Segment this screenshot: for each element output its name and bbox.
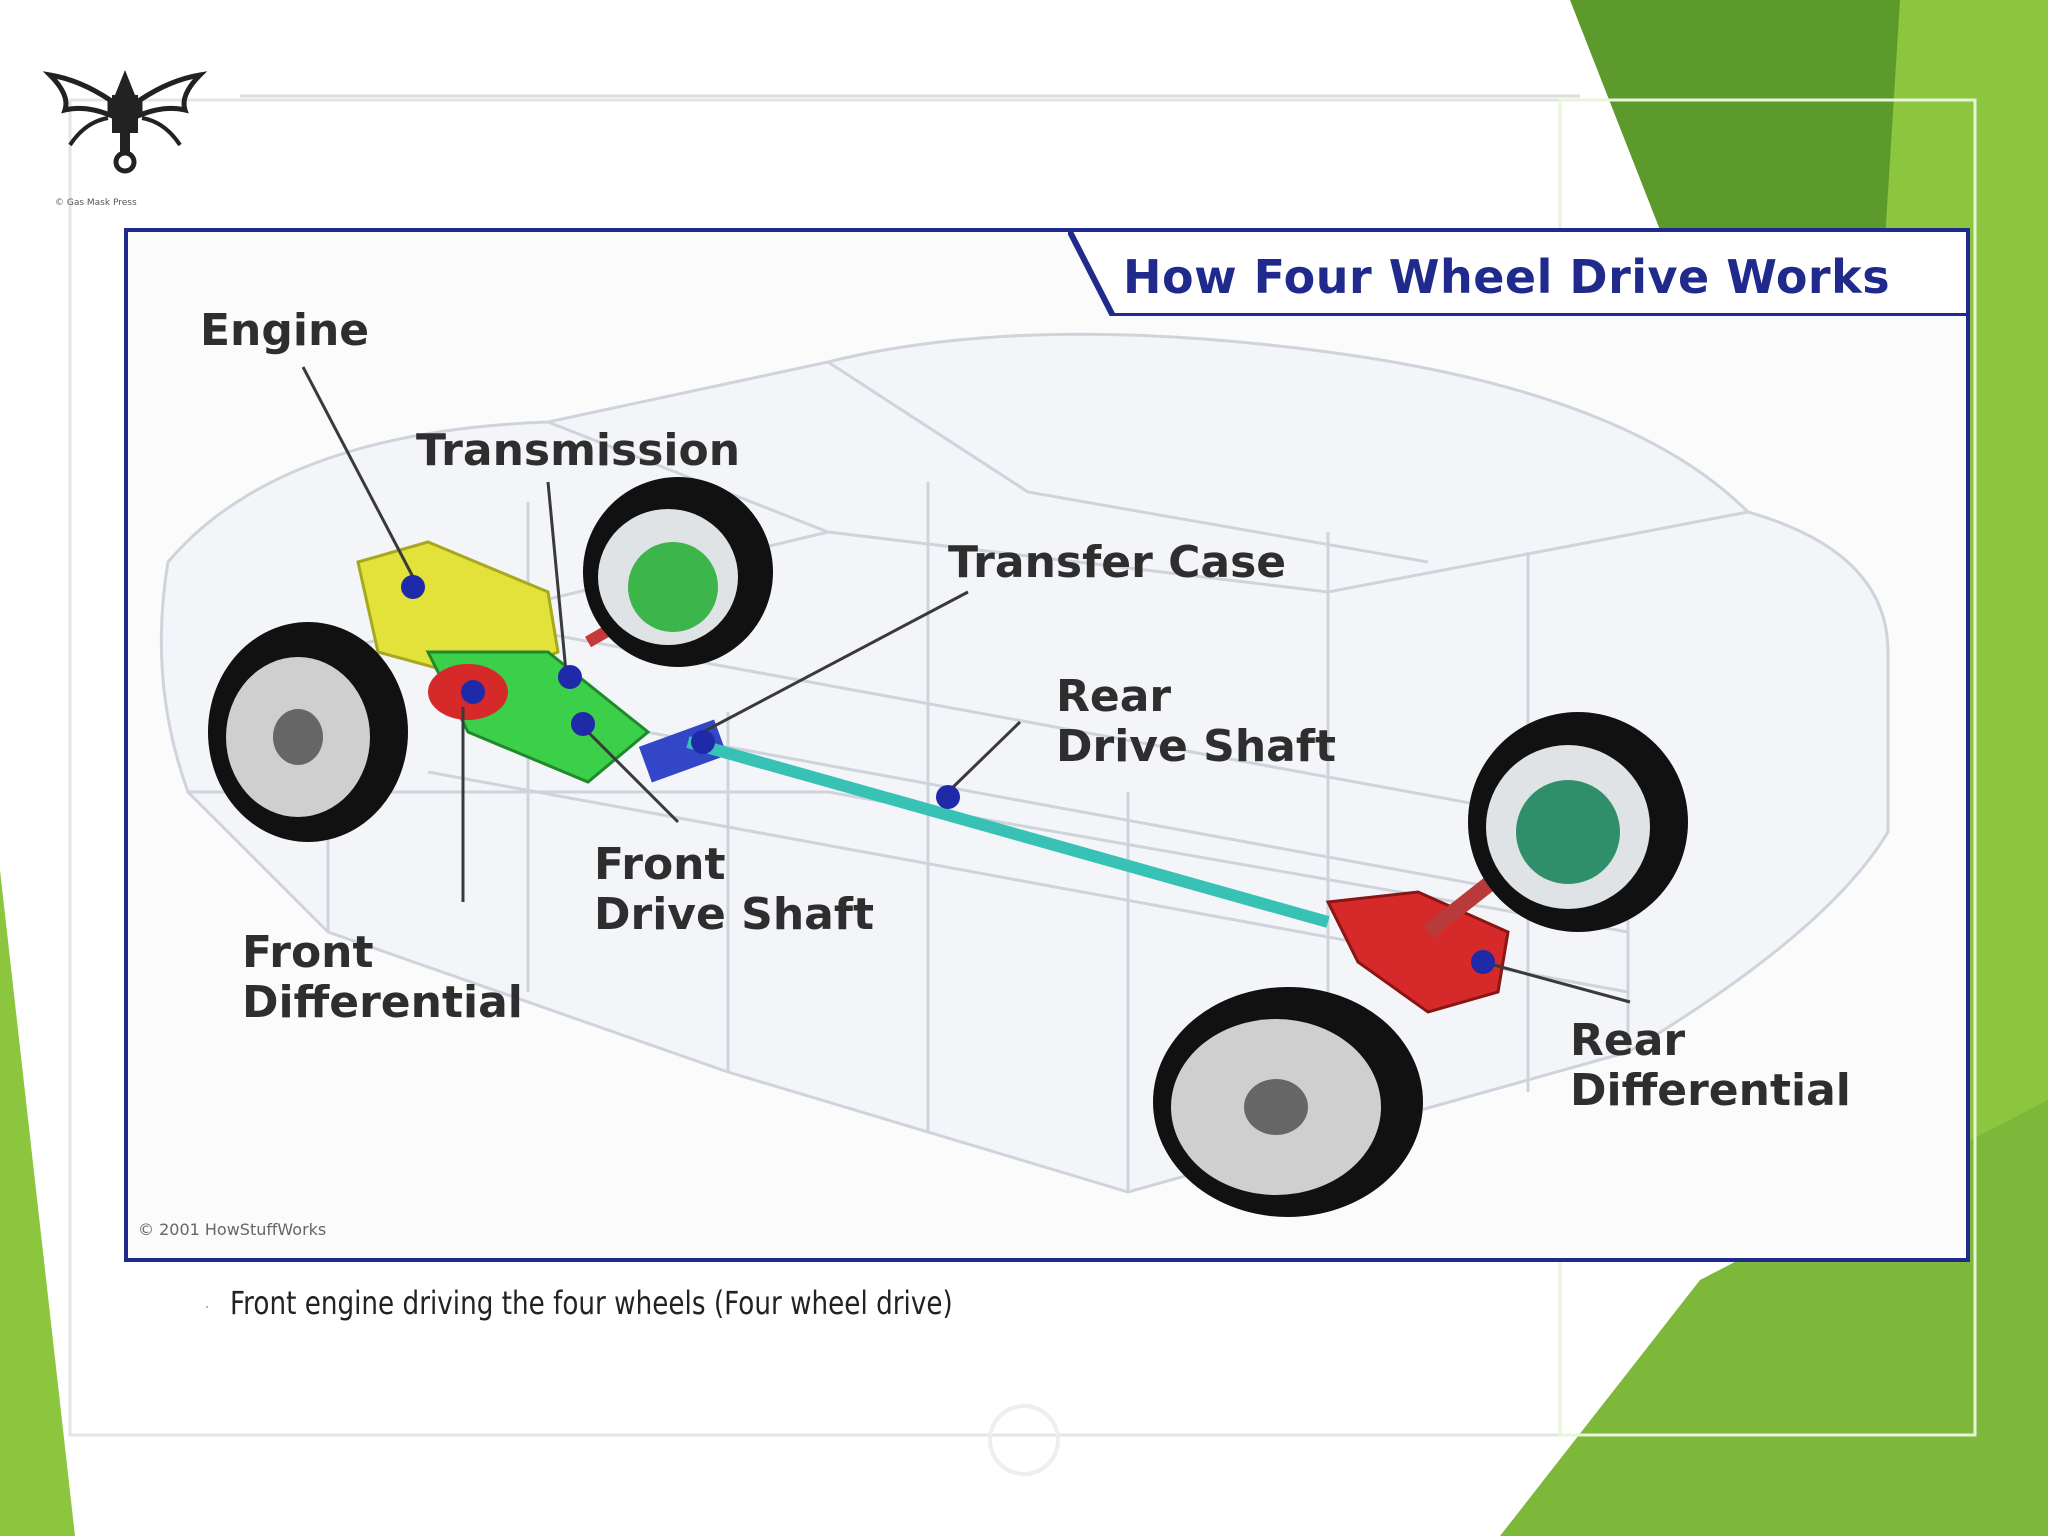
label-transmission: Transmission (416, 425, 741, 476)
title-banner (1068, 232, 1966, 316)
wheel-rear-right (1468, 712, 1688, 932)
diagram-title: How Four Wheel Drive Works (1123, 250, 1891, 304)
leader-lines (301, 366, 1631, 1004)
wheel-rear-left (1153, 987, 1423, 1217)
logo-caption: © Gas Mask Press (55, 198, 137, 208)
slide-bottom-circle (988, 1404, 1060, 1476)
label-rear-drive-shaft: Rear Drive Shaft (1056, 671, 1337, 772)
label-engine: Engine (200, 305, 370, 356)
rear-differential-part (1325, 890, 1510, 1014)
winged-piston-logo-icon (42, 70, 208, 174)
diagram-frame: How Four Wheel Drive Works Engine Transm… (124, 228, 1970, 1262)
label-rear-differential: Rear Differential (1570, 1015, 1851, 1116)
part-markers (401, 575, 1495, 974)
green-band-left (0, 870, 75, 1536)
four-wheel-drive-diagram (159, 332, 1890, 1217)
wheel-front-left (208, 622, 408, 842)
diagram-copyright: © 2001 HowStuffWorks (138, 1220, 327, 1239)
slide-caption: Front engine driving the four wheels (Fo… (230, 1284, 953, 1322)
label-front-drive-shaft: Front Drive Shaft (594, 839, 875, 940)
caption-bullet-icon: · (204, 1296, 210, 1316)
rear-drive-shaft-part (686, 736, 1330, 928)
wheel-front-right (583, 477, 773, 667)
label-front-differential: Front Differential (242, 927, 523, 1028)
label-transfer-case: Transfer Case (948, 537, 1287, 588)
